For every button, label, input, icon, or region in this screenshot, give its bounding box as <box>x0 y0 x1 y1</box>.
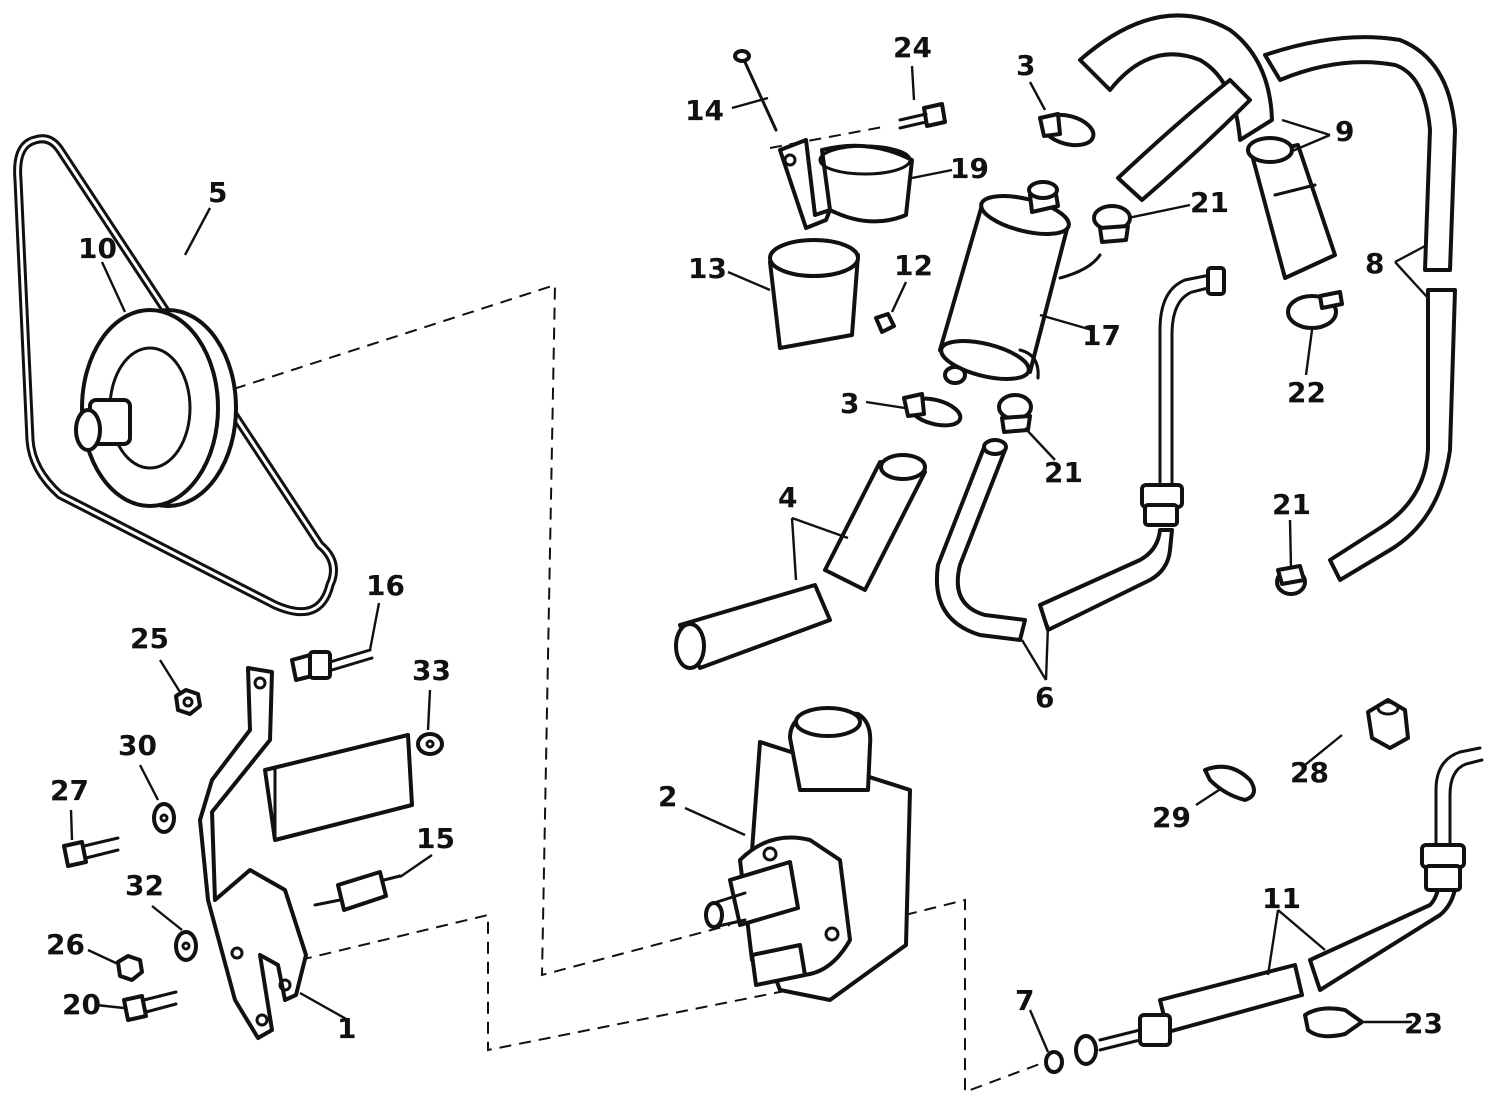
callout-2: 2 <box>658 780 677 813</box>
callout-7: 7 <box>1015 984 1034 1017</box>
callout-27: 27 <box>50 774 89 807</box>
callout-5: 5 <box>208 176 227 209</box>
hose-9-fitting <box>1246 136 1337 280</box>
washer-30 <box>152 802 176 834</box>
hose-clamp-22 <box>1286 290 1344 330</box>
callout-3-upper: 3 <box>1016 49 1035 82</box>
hose-clamp-upper <box>1038 112 1096 148</box>
drive-belt <box>13 134 338 617</box>
callout-16: 16 <box>366 569 405 602</box>
callout-13: 13 <box>688 252 727 285</box>
callout-12: 12 <box>894 249 933 282</box>
callout-24: 24 <box>893 31 932 64</box>
power-steering-pump <box>704 706 912 1002</box>
bolt-14 <box>733 49 778 132</box>
reservoir-filter <box>938 180 1102 385</box>
fitting-28 <box>1366 698 1410 750</box>
hose-8 <box>1263 35 1457 582</box>
callout-26: 26 <box>46 928 85 961</box>
washer-33 <box>416 732 444 756</box>
callout-8: 8 <box>1365 247 1384 280</box>
callout-9: 9 <box>1335 115 1354 148</box>
callout-14: 14 <box>685 94 724 127</box>
callout-25: 25 <box>130 622 169 655</box>
sleeve-13 <box>768 238 860 350</box>
callout-29: 29 <box>1152 801 1191 834</box>
callout-21-middle: 21 <box>1044 456 1083 489</box>
leader-lines <box>69 65 1429 1053</box>
hose-11 <box>1074 868 1459 1066</box>
nut-12 <box>874 312 896 334</box>
callout-10: 10 <box>78 232 117 265</box>
hose-6 <box>934 438 1174 642</box>
clip-29 <box>1203 764 1256 802</box>
callout-15: 15 <box>416 822 455 855</box>
return-hose-upper <box>1078 13 1274 202</box>
callout-21-upper: 21 <box>1190 186 1229 219</box>
callout-33: 33 <box>412 654 451 687</box>
o-ring-7 <box>1044 1050 1064 1074</box>
hose-clamp-lower-21 <box>1275 564 1307 596</box>
callout-32: 32 <box>125 869 164 902</box>
standoff-15 <box>313 870 402 912</box>
bolt-24 <box>898 102 947 130</box>
callout-22: 22 <box>1287 376 1326 409</box>
bolt-20 <box>122 990 178 1022</box>
washer-32 <box>174 930 198 962</box>
callout-19: 19 <box>950 152 989 185</box>
callout-1: 1 <box>337 1012 356 1045</box>
callout-11: 11 <box>1262 882 1301 915</box>
steel-tube-upper <box>1140 266 1226 527</box>
mounting-bracket <box>198 666 414 1040</box>
hose-clamp-mid <box>902 392 963 428</box>
clip-23 <box>1303 1006 1364 1039</box>
steel-tube-lower <box>1420 746 1484 892</box>
bolt-16 <box>290 648 374 682</box>
callout-labels: 1 2 3 3 4 5 6 7 8 9 10 11 12 13 14 15 16… <box>46 31 1443 1045</box>
bolt-27 <box>62 836 120 868</box>
callout-6: 6 <box>1035 681 1054 714</box>
callout-3-middle: 3 <box>840 387 859 420</box>
hose-clamp-right-21 <box>1092 204 1132 244</box>
callout-23: 23 <box>1404 1007 1443 1040</box>
callout-4: 4 <box>778 481 797 514</box>
callout-21-lower: 21 <box>1272 488 1311 521</box>
pulley <box>74 308 238 508</box>
nut-25 <box>174 688 202 716</box>
callout-30: 30 <box>118 729 157 762</box>
hose-clamp-mid-21 <box>997 393 1033 434</box>
nut-26 <box>116 954 144 982</box>
callout-28: 28 <box>1290 756 1329 789</box>
hose-4 <box>674 453 927 670</box>
callout-20: 20 <box>62 988 101 1021</box>
clamp-bracket <box>778 138 914 230</box>
callout-17: 17 <box>1082 319 1121 352</box>
